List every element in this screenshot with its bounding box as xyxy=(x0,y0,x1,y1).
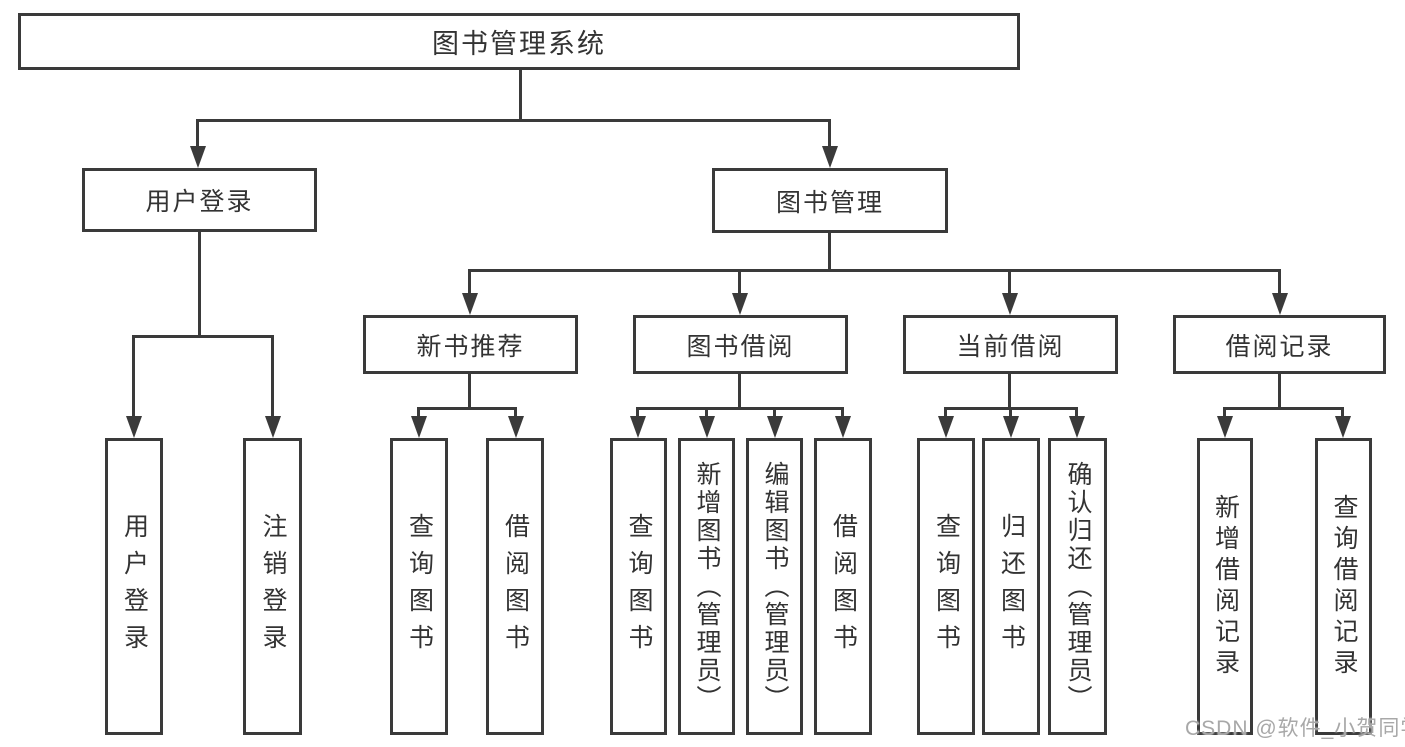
arrowhead-down-icon xyxy=(630,416,646,438)
arrowhead-down-icon xyxy=(411,416,427,438)
leaf-logout: 注销登录 xyxy=(243,438,302,735)
arrowhead-down-icon xyxy=(1335,416,1351,438)
connector-drop xyxy=(1009,407,1012,418)
connector-new-book-stub xyxy=(468,374,471,409)
arrowhead-down-icon xyxy=(462,293,478,315)
leaf-label: 编辑图书（管理员） xyxy=(761,460,789,713)
connector-borrow-records-stub xyxy=(1278,374,1281,409)
connector-drop xyxy=(417,407,420,418)
connector-drop-leaf-logout xyxy=(271,335,274,418)
leaf-add-books-admin: 新增图书（管理员） xyxy=(678,438,735,735)
connector-book-management-stub xyxy=(828,233,831,272)
connector-drop xyxy=(1075,407,1078,418)
connector-drop xyxy=(773,407,776,418)
node-label: 借阅记录 xyxy=(1225,332,1334,361)
leaf-label: 新增图书（管理员） xyxy=(693,460,721,713)
arrowhead-down-icon xyxy=(822,146,838,168)
connector-level1-bar xyxy=(196,119,831,122)
node-current-borrowing: 当前借阅 xyxy=(903,315,1118,374)
node-book-management: 图书管理 xyxy=(712,168,948,233)
arrowhead-down-icon xyxy=(1069,416,1085,438)
node-new-book-recommend: 新书推荐 xyxy=(363,315,578,374)
arrowhead-down-icon xyxy=(126,416,142,438)
leaf-label: 查询借阅记录 xyxy=(1330,493,1358,680)
node-label: 当前借阅 xyxy=(956,332,1065,361)
leaf-label: 借阅图书 xyxy=(501,512,530,661)
connector-drop xyxy=(841,407,844,418)
connector-drop xyxy=(636,407,639,418)
arrowhead-down-icon xyxy=(835,416,851,438)
node-label: 新书推荐 xyxy=(416,332,525,361)
node-borrow-records: 借阅记录 xyxy=(1173,315,1386,374)
connector-drop-book-borrow xyxy=(738,270,741,296)
connector-drop xyxy=(944,407,947,418)
connector-drop-borrow-records xyxy=(1278,270,1281,296)
connector-level2-bar xyxy=(468,269,1281,272)
arrowhead-down-icon xyxy=(265,416,281,438)
arrowhead-down-icon xyxy=(190,146,206,168)
connector-drop-user-login xyxy=(196,120,199,148)
node-label: 图书管理系统 xyxy=(432,29,606,59)
connector-current-borrow-stub xyxy=(1008,374,1011,409)
connector-drop-current-borrow xyxy=(1008,270,1011,296)
leaf-query-borrow-record: 查询借阅记录 xyxy=(1315,438,1372,735)
leaf-confirm-return-admin: 确认归还（管理员） xyxy=(1048,438,1107,735)
node-user-login: 用户登录 xyxy=(82,168,317,232)
connector-user-login-stub xyxy=(198,232,201,336)
node-label: 图书管理 xyxy=(775,188,884,217)
arrowhead-down-icon xyxy=(1217,416,1233,438)
connector-user-login-bar xyxy=(132,335,274,338)
leaf-label: 注销登录 xyxy=(259,512,287,661)
leaf-label: 归还图书 xyxy=(997,512,1026,661)
arrowhead-down-icon xyxy=(732,293,748,315)
arrowhead-down-icon xyxy=(508,416,524,438)
connector-drop xyxy=(1341,407,1344,418)
arrowhead-down-icon xyxy=(1003,416,1019,438)
connector-drop xyxy=(1223,407,1226,418)
arrowhead-down-icon xyxy=(1272,293,1288,315)
connector-drop xyxy=(705,407,708,418)
connector-drop-new-book xyxy=(468,270,471,296)
node-book-borrowing: 图书借阅 xyxy=(633,315,848,374)
connector-drop-book-management xyxy=(828,120,831,148)
leaf-label: 确认归还（管理员） xyxy=(1064,460,1092,713)
leaf-user-login: 用户登录 xyxy=(105,438,163,735)
leaf-borrow-books-recommend: 借阅图书 xyxy=(486,438,544,735)
node-label: 图书借阅 xyxy=(686,332,795,361)
leaf-edit-books-admin: 编辑图书（管理员） xyxy=(746,438,803,735)
connector-new-book-bar xyxy=(417,407,517,410)
connector-drop xyxy=(514,407,517,418)
connector-borrow-records-bar xyxy=(1223,407,1344,410)
connector-drop-leaf-user-login xyxy=(132,335,135,418)
node-library-management-system: 图书管理系统 xyxy=(18,13,1020,70)
connector-book-borrow-stub xyxy=(738,374,741,409)
node-label: 用户登录 xyxy=(145,188,254,216)
connector-root-stub xyxy=(519,70,522,121)
leaf-add-borrow-record: 新增借阅记录 xyxy=(1197,438,1253,735)
leaf-label: 借阅图书 xyxy=(829,512,858,661)
arrowhead-down-icon xyxy=(938,416,954,438)
leaf-label: 用户登录 xyxy=(120,512,149,661)
leaf-label: 查询图书 xyxy=(625,512,653,661)
leaf-query-books-recommend: 查询图书 xyxy=(390,438,448,735)
leaf-query-books-current: 查询图书 xyxy=(917,438,975,735)
csdn-watermark: CSDN @软件_小贺同学 xyxy=(1185,717,1405,740)
leaf-label: 新增借阅记录 xyxy=(1211,493,1240,680)
leaf-query-books-borrowing: 查询图书 xyxy=(610,438,667,735)
arrowhead-down-icon xyxy=(1002,293,1018,315)
leaf-borrow-books: 借阅图书 xyxy=(814,438,872,735)
leaf-label: 查询图书 xyxy=(405,512,434,661)
connector-book-borrow-bar xyxy=(636,407,844,410)
arrowhead-down-icon xyxy=(699,416,715,438)
leaf-return-books: 归还图书 xyxy=(982,438,1040,735)
leaf-label: 查询图书 xyxy=(932,512,961,661)
arrowhead-down-icon xyxy=(767,416,783,438)
